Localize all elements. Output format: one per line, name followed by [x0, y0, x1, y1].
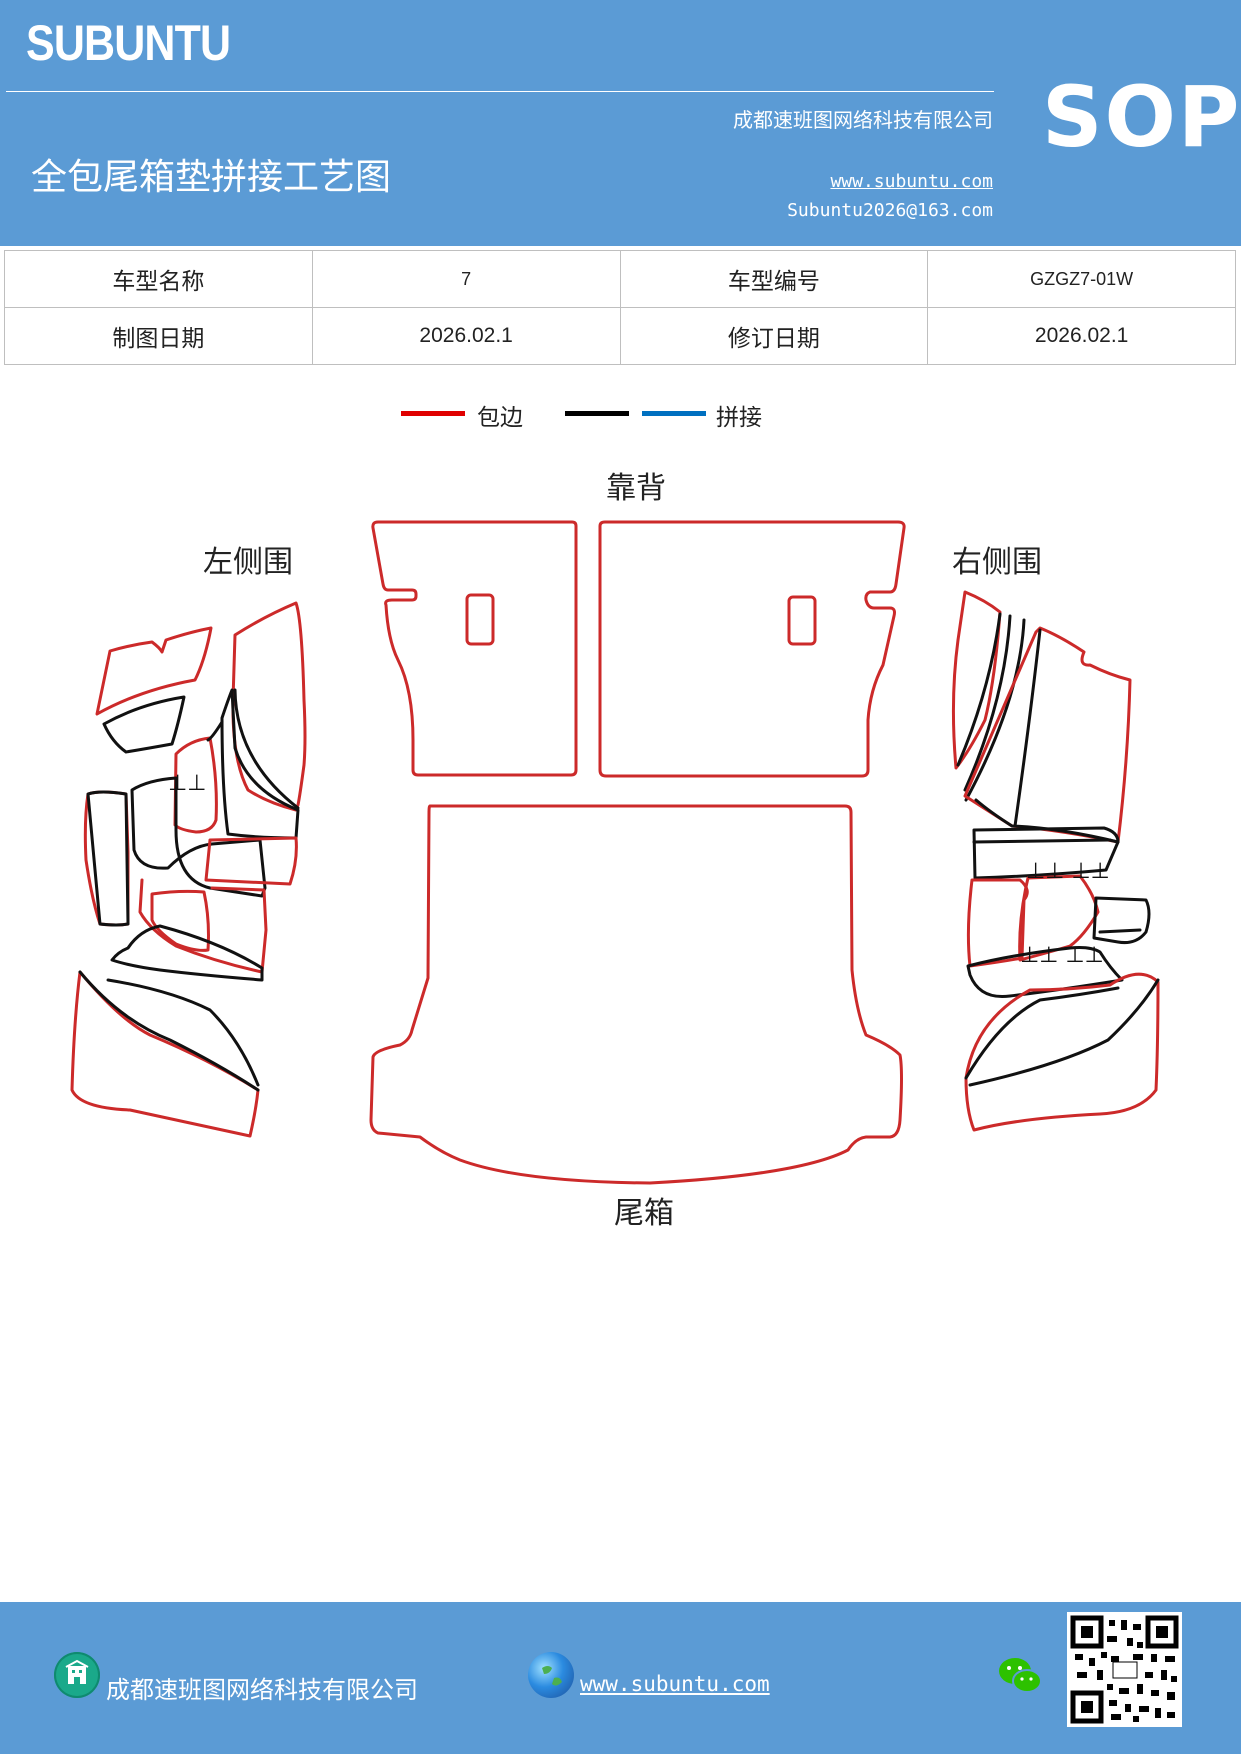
table-row: 车型名称 7 车型编号 GZGZ7-01W — [4, 250, 1236, 308]
left-side-piece — [173, 736, 218, 834]
table-cell-value: 2026.02.1 — [311, 307, 621, 365]
building-icon — [54, 1652, 100, 1698]
table-cell-label: 修订日期 — [619, 307, 929, 365]
right-side-piece — [966, 946, 1124, 999]
right-side-seam — [1098, 928, 1142, 934]
left-side-piece — [95, 626, 213, 716]
label-trunk: 尾箱 — [614, 1196, 674, 1231]
wechat-icon[interactable] — [996, 1654, 1044, 1698]
left-side-seam — [78, 970, 260, 1092]
left-side-piece — [83, 790, 130, 927]
vehicle-info-table: 车型名称 7 车型编号 GZGZ7-01W 制图日期 2026.02.1 修订日… — [4, 250, 1236, 365]
footer-banner: 成都速班图网络科技有限公司 www.subuntu.com — [0, 1602, 1241, 1754]
legend-label: 包边 — [477, 405, 523, 431]
document-title: 全包尾箱垫拼接工艺图 — [31, 157, 392, 198]
header-email: Subuntu2026@163.com — [787, 200, 993, 221]
right-side-piece — [1092, 896, 1151, 944]
header-divider — [6, 91, 994, 92]
left-side-seam — [86, 790, 130, 927]
left-side-seam — [233, 688, 300, 810]
header-website-link[interactable]: www.subuntu.com — [830, 171, 993, 192]
left-side-piece — [110, 924, 264, 982]
right-side-seam — [974, 628, 1120, 844]
footer-company-name: 成都速班图网络科技有限公司 — [106, 1676, 418, 1704]
table-cell-value: 2026.02.1 — [927, 307, 1236, 365]
backrest-left-slot — [465, 593, 495, 646]
right-side-piece — [951, 590, 1002, 770]
qr-code-icon — [1067, 1612, 1182, 1727]
footer-website-link[interactable]: www.subuntu.com — [580, 1672, 770, 1696]
left-side-piece — [70, 970, 260, 1138]
table-cell-value: 7 — [311, 250, 621, 308]
table-cell-value: GZGZ7-01W — [927, 250, 1236, 308]
right-side-seam — [956, 612, 1026, 802]
right-side-seam — [964, 978, 1160, 1087]
label-right-side: 右侧围 — [952, 545, 1042, 580]
trunk-floor-panel — [369, 804, 903, 1185]
header-banner: SUBUNTU 成都速班图网络科技有限公司 全包尾箱垫拼接工艺图 www.sub… — [0, 0, 1241, 246]
right-side-piece — [1018, 874, 1100, 962]
splice-mark: ⊥⊥ — [168, 771, 206, 796]
table-row: 制图日期 2026.02.1 修订日期 2026.02.1 — [4, 307, 1236, 365]
legend: 包边 拼接 — [0, 395, 1241, 435]
legend-swatch-black — [565, 411, 629, 416]
legend-label: 拼接 — [716, 405, 762, 431]
splice-mark: ⊥⊥ ⊥⊥ — [1026, 859, 1110, 884]
right-side-seam — [972, 838, 1112, 844]
left-side-piece — [102, 695, 186, 754]
splice-mark: ⊥⊥ ⊥⊥ — [1020, 943, 1104, 968]
left-side-piece — [138, 878, 268, 974]
right-side-piece — [964, 972, 1160, 1132]
backrest-right-slot — [787, 595, 817, 646]
sop-badge: SOP — [1042, 68, 1241, 166]
table-cell-label: 车型编号 — [619, 250, 929, 308]
backrest-left-panel — [371, 520, 578, 777]
table-cell-label: 车型名称 — [4, 250, 313, 308]
right-side-piece — [972, 826, 1120, 880]
legend-swatch-blue — [642, 411, 706, 416]
brand-logo: SUBUNTU — [26, 15, 231, 71]
left-side-piece — [220, 688, 300, 840]
left-side-seam — [206, 720, 224, 742]
left-side-piece — [204, 836, 298, 886]
header-company-name: 成都速班图网络科技有限公司 — [733, 108, 993, 132]
label-left-side: 左侧围 — [203, 545, 293, 580]
globe-icon — [528, 1652, 574, 1698]
table-cell-label: 制图日期 — [4, 307, 313, 365]
left-side-piece — [150, 889, 210, 952]
splice-diagram: ⊥⊥ ⊥⊥ ⊥⊥ ⊥⊥ ⊥⊥ 靠背 左侧围 右侧围 尾箱 — [70, 471, 1160, 1231]
backrest-right-panel — [598, 520, 906, 778]
legend-swatch-red — [401, 411, 465, 416]
label-backrest: 靠背 — [606, 471, 666, 506]
left-side-piece — [231, 601, 307, 812]
